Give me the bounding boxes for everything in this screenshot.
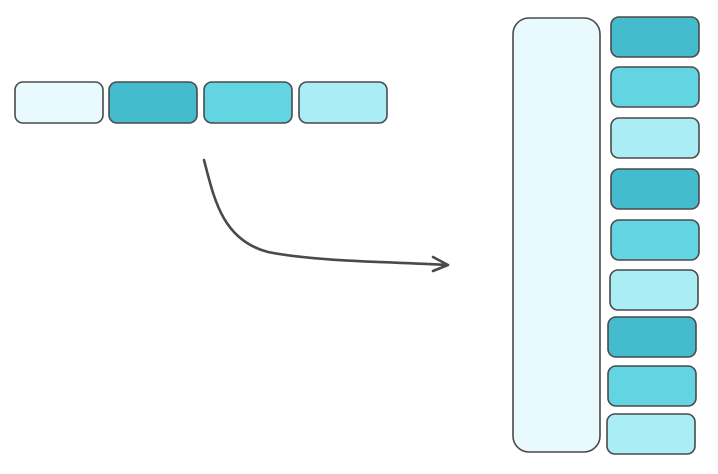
- column-block: [610, 66, 700, 108]
- row-block: [298, 81, 388, 124]
- transform-arrow: [202, 158, 449, 267]
- row-block: [108, 81, 198, 124]
- column-block: [610, 168, 700, 210]
- row-block: [203, 81, 293, 124]
- target-tall-block: [512, 17, 601, 453]
- column-block: [606, 413, 696, 455]
- arrow-head-icon: [431, 255, 450, 273]
- column-block: [610, 16, 700, 58]
- column-block: [610, 219, 700, 261]
- column-block: [610, 117, 700, 159]
- source-row: [14, 81, 388, 124]
- column-block: [607, 316, 697, 358]
- column-block: [607, 365, 697, 407]
- column-block: [609, 269, 699, 311]
- row-block: [14, 81, 104, 124]
- target-column: [606, 16, 700, 455]
